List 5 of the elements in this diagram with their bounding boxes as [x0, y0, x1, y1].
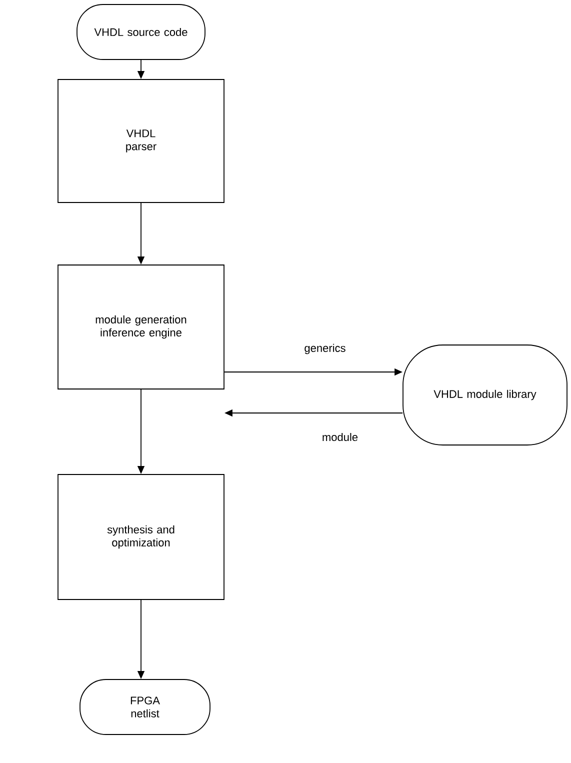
edge-label: generics: [303, 342, 347, 356]
process-box: VHDL parser: [58, 79, 224, 203]
edge-label: module: [320, 432, 360, 442]
process-box: synthesis and optimization: [58, 474, 224, 600]
process-box: module generation inference engine: [58, 264, 224, 390]
